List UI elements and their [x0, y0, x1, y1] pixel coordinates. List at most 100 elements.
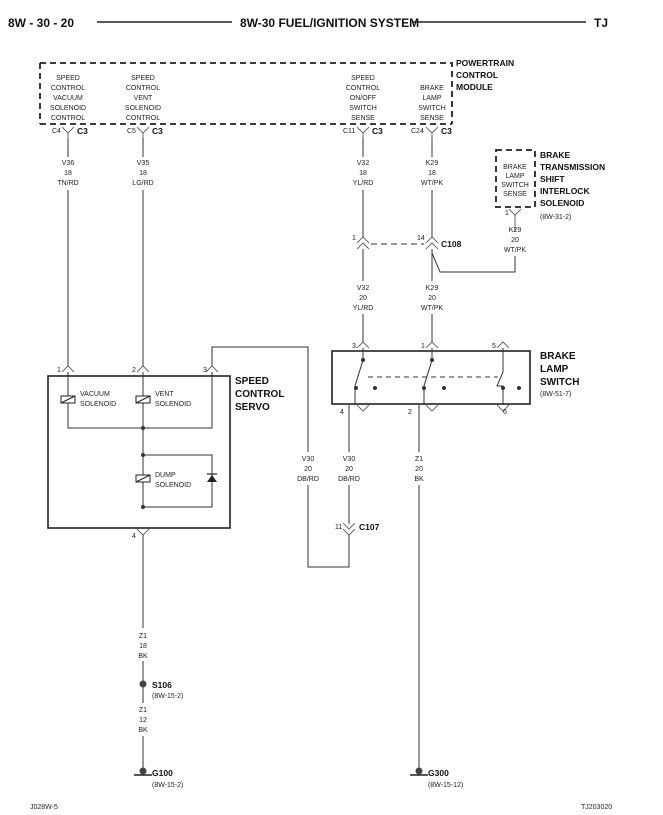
- vent-solenoid-label: SOLENOID: [155, 401, 191, 408]
- pin-label: ON/OFF: [350, 95, 376, 102]
- btsi-name-line5: SOLENOID: [540, 198, 584, 208]
- wire-circuit: K29: [509, 227, 522, 234]
- pin-label: SPEED: [131, 75, 155, 82]
- pin-label: CONTROL: [346, 85, 380, 92]
- wire-gauge: 12: [139, 717, 147, 724]
- btsi-label: SWITCH: [501, 182, 529, 189]
- connector-label: C3: [77, 126, 88, 136]
- wire-gauge: 18: [139, 170, 147, 177]
- wire-circuit: Z1: [139, 633, 147, 640]
- wire-circuit: V30: [302, 456, 315, 463]
- bls-internal-contacts: [354, 348, 504, 405]
- wire-color: TN/RD: [57, 180, 78, 187]
- label-backdrop: [296, 452, 320, 485]
- pcm-outline: [39, 62, 453, 124]
- servo-junction: [141, 453, 145, 457]
- pcm-pin-brake-lamp-sense: BRAKE LAMP SWITCH SENSE: [418, 85, 446, 122]
- btsi-name-line2: TRANSMISSION: [540, 162, 605, 172]
- pin-label: BRAKE: [420, 85, 444, 92]
- c107-label: C107: [359, 522, 380, 532]
- bls-name-line3: SWITCH: [540, 377, 579, 388]
- splice-s106-label: S106: [152, 680, 172, 690]
- wire-color: LG/RD: [132, 180, 153, 187]
- pcm-connector-c5: C5 C3: [127, 126, 163, 138]
- wire-gauge: 20: [359, 295, 367, 302]
- bls-contact: [517, 386, 521, 390]
- label-backdrop: [351, 157, 375, 190]
- label-v32-20: V32 20 YL/RD: [351, 281, 375, 314]
- connector-label: C3: [152, 126, 163, 136]
- wire-color: WT/PK: [421, 180, 443, 187]
- wire-circuit: V32: [357, 285, 370, 292]
- page-reference: 8W - 30 - 20: [8, 16, 74, 30]
- wire-circuit: K29: [426, 160, 439, 167]
- label-backdrop: [407, 452, 431, 485]
- page-title: 8W-30 FUEL/IGNITION SYSTEM: [240, 16, 419, 30]
- bls-contact: [430, 358, 434, 362]
- cavity-label: C4: [52, 128, 61, 135]
- pin-label: SWITCH: [349, 105, 377, 112]
- btsi-label: LAMP: [505, 173, 524, 180]
- bls-pin-6: 6: [503, 409, 507, 416]
- footer-right-code: TJ203020: [581, 804, 612, 811]
- wire-color: BK: [138, 653, 148, 660]
- servo-name-line3: SERVO: [235, 402, 270, 413]
- btsi-reference: (8W-31-2): [540, 214, 571, 221]
- bls-contact: [422, 386, 426, 390]
- bls-top-connectors: [356, 341, 510, 349]
- wire-gauge: 20: [345, 466, 353, 473]
- pin-label: CONTROL: [51, 85, 85, 92]
- btsi-name-line4: INTERLOCK: [540, 186, 590, 196]
- label-v30-servo: V30 20 DB/RD: [296, 452, 320, 485]
- servo-bottom-connector: [136, 528, 150, 536]
- splice-s106-reference: (8W-15-2): [152, 693, 183, 700]
- wire-color: YL/RD: [353, 305, 374, 312]
- label-k29-20: K29 20 WT/PK: [420, 281, 444, 314]
- wire-color: WT/PK: [504, 247, 526, 254]
- c108-symbol-right: [425, 236, 439, 250]
- ground-dot: [415, 767, 423, 775]
- ground-dot: [139, 767, 147, 775]
- bls-bottom-connectors: [356, 404, 510, 412]
- wire-color: BK: [414, 476, 424, 483]
- bls-contact: [354, 386, 358, 390]
- pcm-name-line3: MODULE: [456, 82, 493, 92]
- diode-triangle: [207, 475, 217, 482]
- ground-g100-icon: [134, 767, 152, 776]
- pin-label: SOLENOID: [125, 105, 161, 112]
- bls-pin-4: 4: [340, 409, 344, 416]
- label-v30-bls: V30 20 DB/RD: [337, 452, 361, 485]
- label-z1-bls: Z1 20 BK: [407, 452, 431, 485]
- btsi-label: SENSE: [503, 191, 527, 198]
- connector-label: C3: [441, 126, 452, 136]
- servo-pin-2: 2: [132, 367, 136, 374]
- label-k29-18: K29 18 WT/PK: [420, 157, 444, 190]
- connector-symbol: [425, 126, 439, 138]
- ground-g100-label: G100: [152, 768, 173, 778]
- bls-contact: [442, 386, 446, 390]
- label-backdrop: [337, 452, 361, 485]
- label-backdrop: [131, 157, 155, 190]
- servo-junction: [141, 505, 145, 509]
- ground-g300-icon: [410, 767, 428, 776]
- btsi-outline: [495, 149, 536, 208]
- connector-symbol: [61, 126, 75, 138]
- wire-gauge: 18: [428, 170, 436, 177]
- label-backdrop: [420, 157, 444, 190]
- wire-gauge: 18: [139, 643, 147, 650]
- bls-reference: (8W-51-7): [540, 391, 571, 398]
- cavity-label: C11: [343, 128, 355, 135]
- servo-pin-4: 4: [132, 533, 136, 540]
- pin-label: CONTROL: [51, 115, 85, 122]
- pin-label: SPEED: [56, 75, 80, 82]
- pin-label: LAMP: [422, 95, 441, 102]
- bls-pin-2: 2: [408, 409, 412, 416]
- wire-circuit: K29: [426, 285, 439, 292]
- connector-c107: 11 C107: [335, 522, 380, 536]
- c107-symbol: [342, 522, 356, 536]
- diode-icon: [207, 473, 217, 482]
- connector-symbol: [136, 126, 150, 138]
- label-z1-18: Z1 18 BK: [131, 628, 155, 661]
- vent-solenoid-coil-icon: [135, 395, 151, 404]
